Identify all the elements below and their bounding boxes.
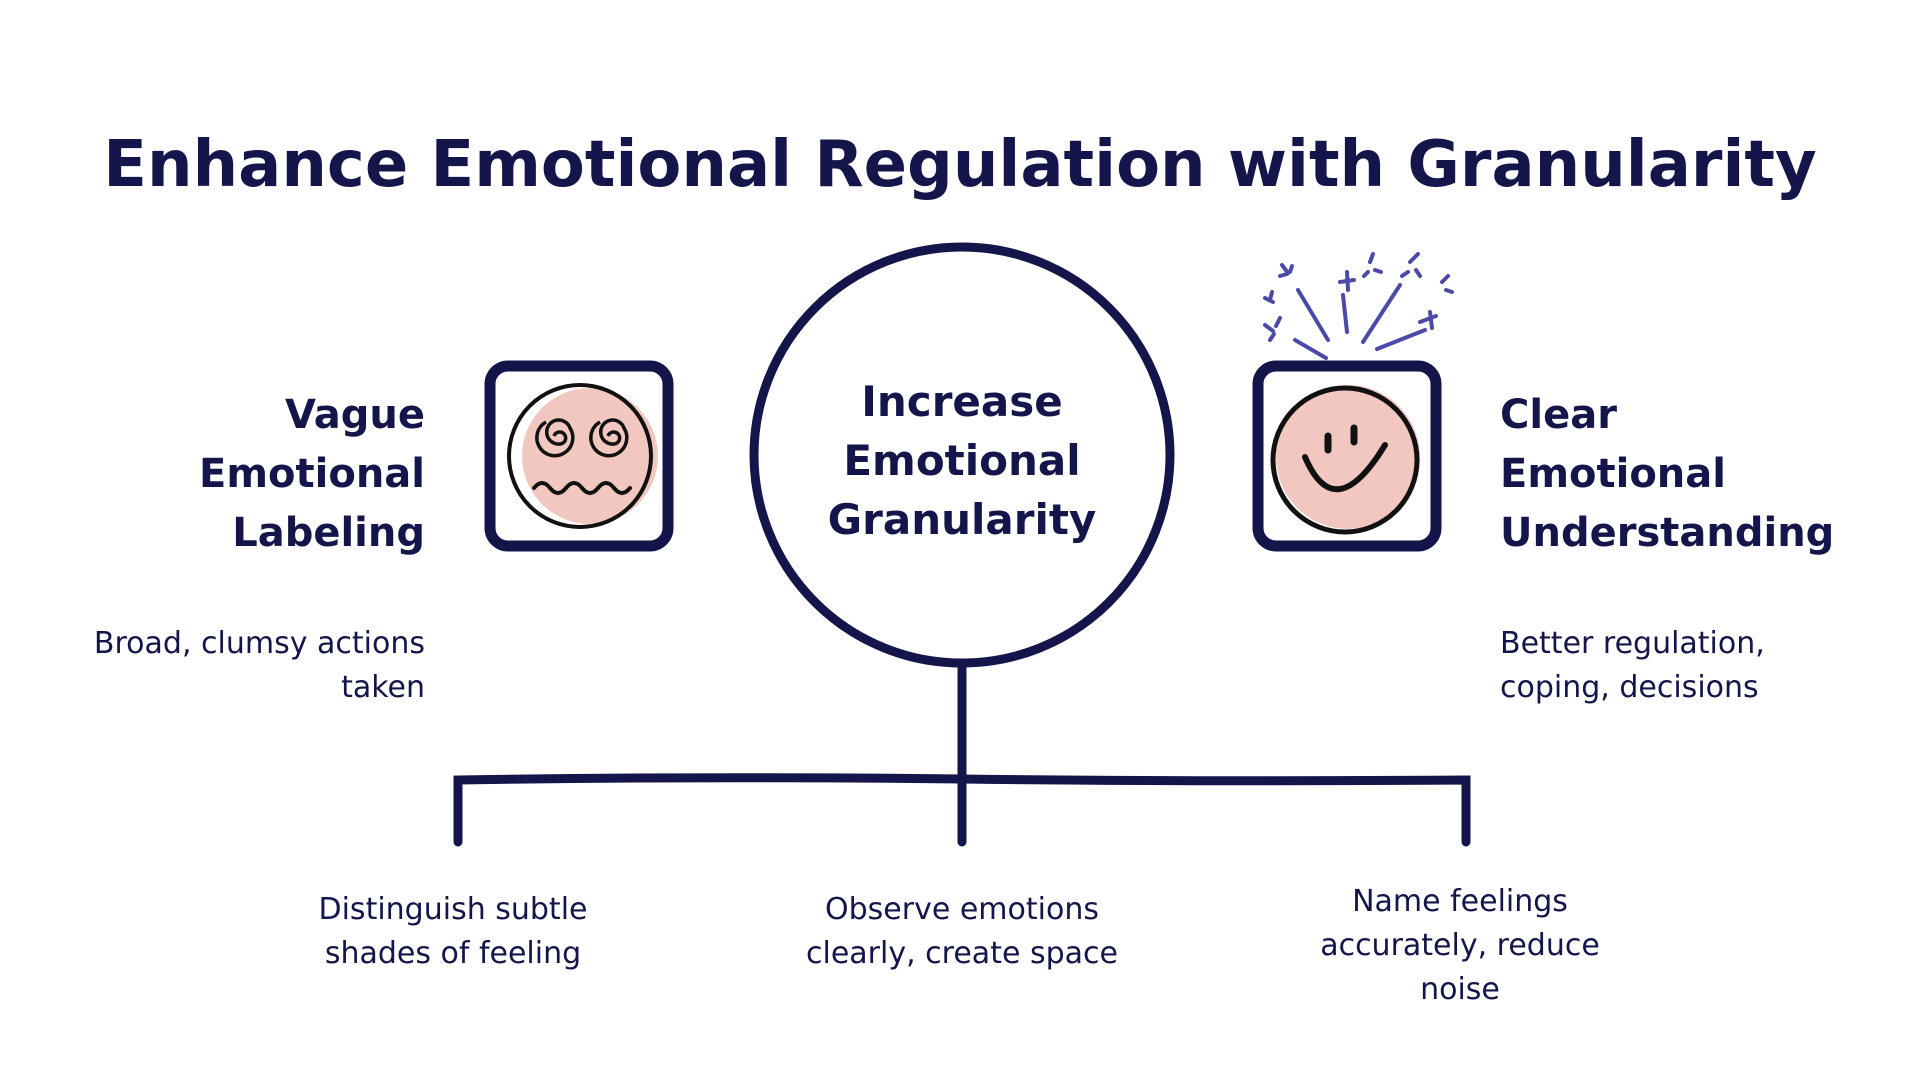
branch-label-line: Name feelings: [1352, 884, 1568, 919]
branch-label-line: accurately, reduce: [1320, 928, 1600, 963]
left-description-line: taken: [341, 670, 425, 705]
left-description: Broad, clumsy actions taken: [94, 622, 425, 710]
branch-label-line: clearly, create space: [806, 936, 1118, 971]
branch-label-line: Distinguish subtle: [318, 892, 588, 927]
right-heading-line: Clear: [1500, 392, 1617, 438]
happy-face-fireworks-icon: [1252, 252, 1454, 552]
right-heading-line: Emotional: [1500, 451, 1726, 497]
center-heading-line: Granularity: [827, 495, 1097, 544]
left-description-line: Broad, clumsy actions: [93, 626, 425, 661]
center-heading-line: Emotional: [843, 436, 1081, 485]
branch-label-line: shades of feeling: [324, 936, 582, 971]
left-heading-line: Labeling: [232, 510, 425, 556]
left-heading: Vague Emotional Labeling: [199, 386, 425, 563]
left-heading-line: Emotional: [199, 451, 425, 497]
page-title: Enhance Emotional Regulation with Granul…: [103, 128, 1817, 202]
right-heading-line: Understanding: [1500, 510, 1835, 556]
branch-label-line: Observe emotions: [825, 892, 1099, 927]
left-heading-line: Vague: [285, 392, 425, 438]
branch-label-observe: Observe emotions clearly, create space: [742, 888, 1182, 976]
tree-connectors: [453, 658, 1471, 847]
right-heading: Clear Emotional Understanding: [1500, 386, 1834, 563]
branch-label-name: Name feelings accurately, reduce noise: [1240, 880, 1680, 1012]
center-heading-line: Increase: [861, 377, 1063, 426]
right-description-line: Better regulation,: [1500, 626, 1765, 661]
right-description: Better regulation, coping, decisions: [1500, 622, 1765, 710]
confused-face-icon: [484, 360, 674, 552]
branch-label-distinguish: Distinguish subtle shades of feeling: [233, 888, 673, 976]
branch-label-line: noise: [1420, 972, 1500, 1007]
center-heading: Increase Emotional Granularity: [762, 372, 1162, 549]
right-description-line: coping, decisions: [1500, 670, 1759, 705]
